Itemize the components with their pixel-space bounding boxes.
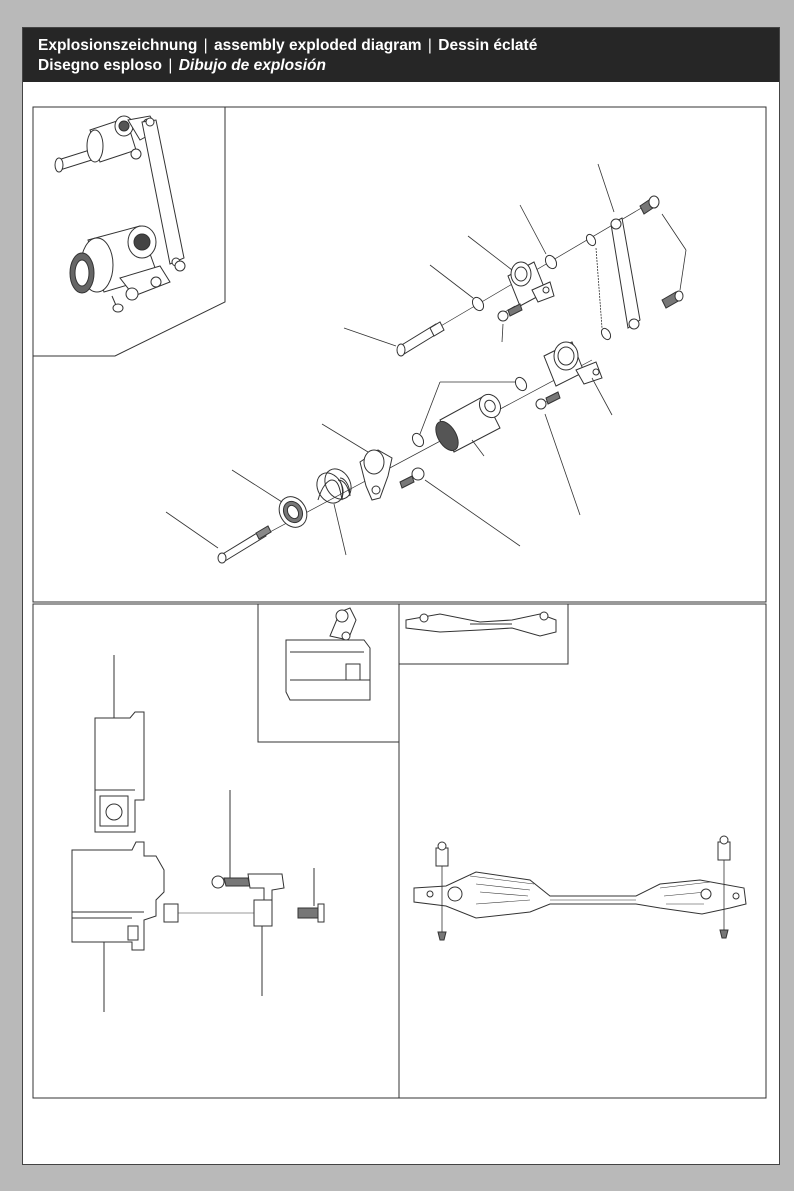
upper-housing xyxy=(508,262,554,306)
servo-screw xyxy=(298,868,324,922)
main-exploded-view xyxy=(166,164,686,563)
screw-lower xyxy=(662,291,683,308)
servo-inset xyxy=(258,604,399,742)
middle-washer xyxy=(513,375,529,392)
ball-stud-lower xyxy=(400,468,424,488)
lower-pin xyxy=(218,526,271,563)
spring xyxy=(312,464,357,508)
ball-stud-upper xyxy=(498,304,522,321)
steering-arm xyxy=(360,450,392,500)
servo-body xyxy=(72,842,262,1012)
leader-lines xyxy=(166,164,686,555)
servo-exploded xyxy=(72,655,324,1012)
upper-pin xyxy=(397,322,444,356)
small-washer xyxy=(410,431,426,448)
upper-washer xyxy=(543,253,559,270)
main-tube xyxy=(431,391,504,455)
ball-stud-middle xyxy=(536,392,560,409)
lower-housing xyxy=(544,342,602,386)
linkage-panel-frame xyxy=(399,604,766,1098)
link-plate xyxy=(611,218,640,329)
linkage-exploded xyxy=(414,836,746,940)
lower-washer xyxy=(274,492,313,533)
screw-upper xyxy=(640,196,659,214)
servo-horn xyxy=(212,790,284,996)
link-washer xyxy=(600,327,613,341)
servo-cover xyxy=(95,655,144,832)
linkage-inset xyxy=(399,604,568,664)
assembled-steering-inset xyxy=(33,107,225,356)
